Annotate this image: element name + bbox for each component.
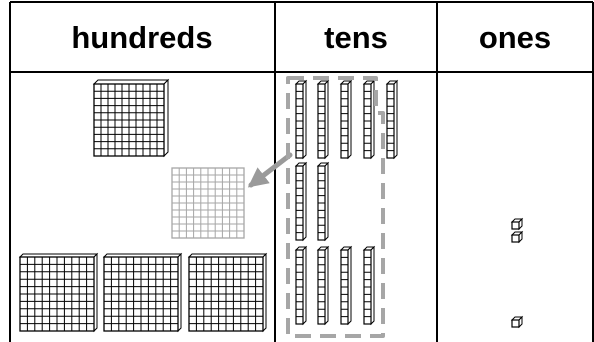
hundred-flat — [18, 252, 99, 333]
ten-rod — [316, 245, 330, 326]
ten-rod — [339, 245, 353, 326]
ten-rod — [294, 79, 308, 160]
hundred-flat — [187, 252, 268, 333]
hundred-flat-regrouped — [171, 167, 245, 239]
one-cube — [510, 315, 524, 329]
ten-rod — [294, 161, 308, 242]
ten-rod — [316, 79, 330, 160]
hundreds-column — [18, 78, 268, 333]
one-cube — [510, 217, 524, 231]
ten-rod — [316, 161, 330, 242]
header-hundreds: hundreds — [71, 20, 212, 55]
regroup-arrow — [247, 152, 293, 188]
hundred-flat — [92, 78, 170, 158]
ten-rods-group-outline — [286, 76, 385, 338]
ten-rod — [339, 79, 353, 160]
ten-rod — [385, 79, 399, 160]
header-tens: tens — [324, 20, 388, 55]
ones-column — [510, 217, 524, 329]
one-cube — [510, 230, 524, 244]
header-ones: ones — [479, 20, 551, 55]
ten-rod — [294, 245, 308, 326]
table-grid — [9, 1, 594, 342]
ten-rod — [362, 79, 376, 160]
tens-column — [294, 79, 399, 326]
hundred-flat — [102, 252, 183, 333]
ten-rod — [362, 245, 376, 326]
